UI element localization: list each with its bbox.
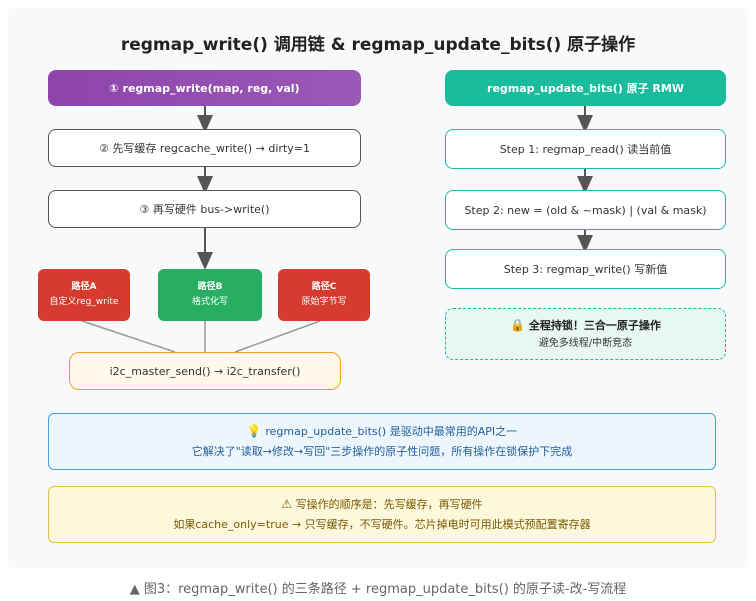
warning-note: ⚠ 写操作的顺序是：先写缓存，再写硬件 如果cache_only=true → … xyxy=(48,486,716,543)
rmw-step1-box: Step 1: regmap_read() 读当前值 xyxy=(445,129,726,169)
warning-icon: ⚠ xyxy=(281,497,293,511)
update-bits-header-box: regmap_update_bits() 原子 RMW xyxy=(445,70,726,106)
figure-caption: ▲ 图3：regmap_write() 的三条路径 + regmap_updat… xyxy=(129,582,627,597)
rmw-step3-box: Step 3: regmap_write() 写新值 xyxy=(445,249,726,289)
path-b-box: 路径B 格式化写 xyxy=(158,269,262,321)
path-b-title: 路径B xyxy=(197,282,223,292)
lock-note-line2: 避免多线程/中断竞态 xyxy=(538,337,633,349)
path-c-title: 路径C xyxy=(311,282,337,292)
path-a-desc: 自定义reg_write xyxy=(49,297,119,307)
lock-note-title: 🔒 全程持锁！三合一原子操作 xyxy=(510,316,661,335)
info-note: 💡 regmap_update_bits() 是驱动中最常用的API之一 它解决… xyxy=(48,413,716,470)
info-note-line2: 它解决了"读取→修改→写回"三步操作的原子性问题，所有操作在锁保护下完成 xyxy=(191,445,573,458)
lock-note-box: 🔒 全程持锁！三合一原子操作 避免多线程/中断竞态 xyxy=(445,308,726,360)
regmap-write-box: ① regmap_write(map, reg, val) xyxy=(48,70,361,106)
lock-note-line1: 全程持锁！三合一原子操作 xyxy=(528,318,661,332)
path-c-desc: 原始字节写 xyxy=(301,297,347,307)
diagram-title: regmap_write() 调用链 & regmap_update_bits(… xyxy=(120,35,636,55)
warning-note-line1: 写操作的顺序是：先写缓存，再写硬件 xyxy=(295,498,483,511)
path-a-box: 路径A 自定义reg_write xyxy=(38,269,130,321)
line-pathA-i2c xyxy=(81,320,176,353)
bus-write-box: ③ 再写硬件 bus->write() xyxy=(48,190,361,228)
path-a-title: 路径A xyxy=(71,282,97,292)
path-c-box: 路径C 原始字节写 xyxy=(278,269,370,321)
info-note-line1: regmap_update_bits() 是驱动中最常用的API之一 xyxy=(265,425,518,438)
info-note-title: 💡 regmap_update_bits() 是驱动中最常用的API之一 xyxy=(49,421,715,442)
line-pathC-i2c xyxy=(234,320,321,353)
warning-note-title: ⚠ 写操作的顺序是：先写缓存，再写硬件 xyxy=(49,494,715,515)
path-b-desc: 格式化写 xyxy=(191,297,228,307)
regcache-write-box: ② 先写缓存 regcache_write() → dirty=1 xyxy=(48,129,361,167)
lock-icon: 🔒 xyxy=(510,317,526,332)
warning-note-line2: 如果cache_only=true → 只写缓存，不写硬件。芯片掉电时可用此模式… xyxy=(173,518,591,531)
lightbulb-icon: 💡 xyxy=(246,424,262,438)
rmw-step2-box: Step 2: new = (old & ~mask) | (val & mas… xyxy=(445,190,726,230)
i2c-transfer-box: i2c_master_send() → i2c_transfer() xyxy=(69,352,341,390)
